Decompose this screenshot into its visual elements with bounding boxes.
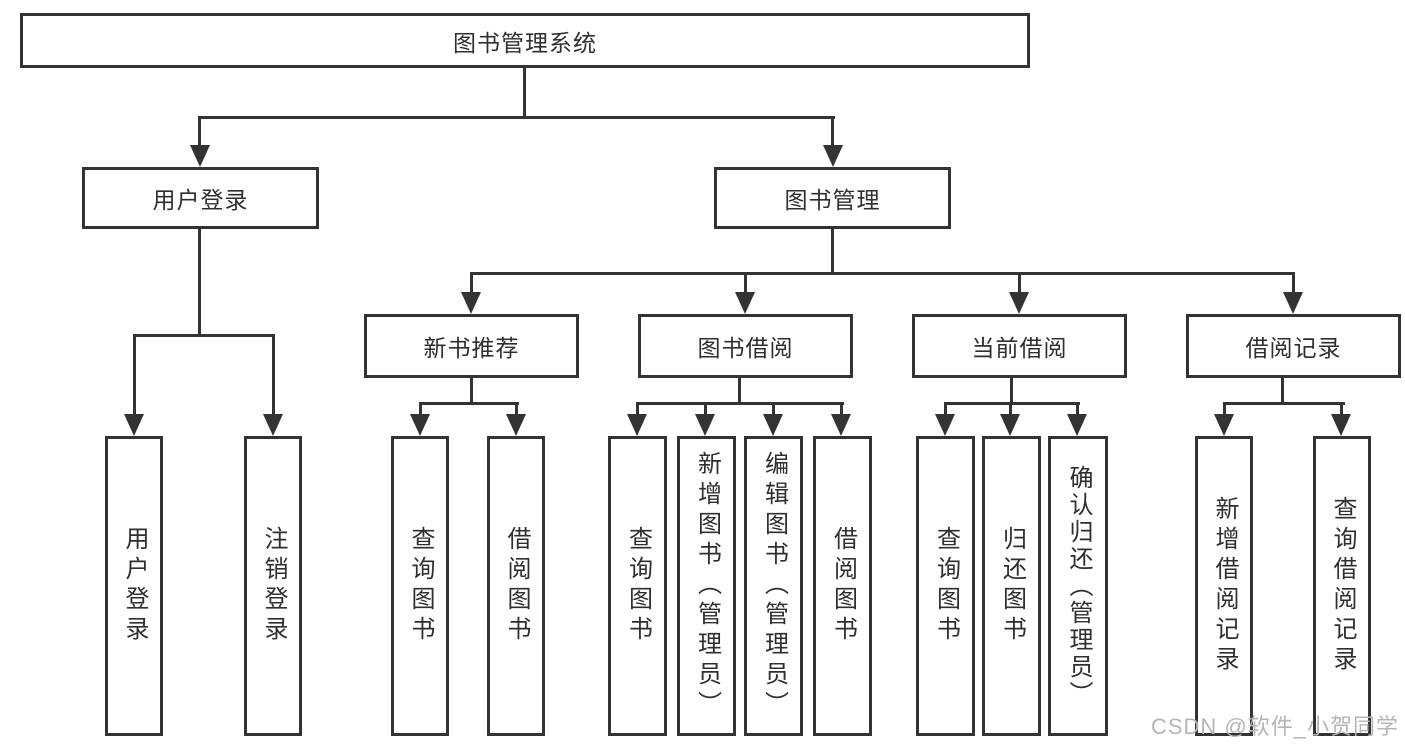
connector-root-bar: [198, 116, 835, 119]
arrowhead-recommend-query: [410, 414, 430, 436]
node-root: 图书管理系统: [20, 13, 1030, 68]
leaf-user-login-label: 用户登录: [121, 526, 148, 646]
arrowhead-bb-add: [695, 414, 715, 436]
connector-book-borrow-stem: [738, 378, 741, 405]
connector-drop-book-borrow: [744, 272, 747, 295]
leaf-logout: 注销登录: [244, 436, 302, 736]
node-borrow-records: 借阅记录: [1186, 314, 1401, 378]
connector-drop-bb-query: [636, 402, 639, 417]
leaf-user-login: 用户登录: [105, 436, 163, 736]
connector-drop-user-login: [198, 116, 201, 148]
connector-borrow-records-bar: [1223, 402, 1345, 405]
arrowhead-book-management: [823, 145, 843, 167]
leaf-recommend-borrow-book: 借阅图书: [487, 436, 545, 736]
connector-drop-borrow-records: [1292, 272, 1295, 295]
node-user-login: 用户登录: [82, 167, 319, 229]
connector-drop-recommend-query: [419, 402, 422, 417]
leaf-borrow-borrow-book-label: 借阅图书: [829, 526, 857, 646]
arrowhead-user-login: [190, 145, 210, 167]
leaf-recommend-borrow-book-label: 借阅图书: [503, 526, 530, 646]
leaf-recommend-query-book: 查询图书: [391, 436, 449, 736]
arrowhead-bb-borrow: [831, 414, 851, 436]
arrowhead-br-query: [1331, 414, 1351, 436]
arrowhead-cb-query: [935, 414, 955, 436]
leaf-current-confirm-return: 确认归还（管理员）: [1048, 436, 1108, 736]
connector-drop-book-management: [831, 116, 834, 148]
connector-drop-bb-add: [704, 402, 707, 417]
leaf-logout-label: 注销登录: [260, 526, 287, 646]
connector-drop-logout-leaf: [272, 334, 275, 417]
leaf-records-query-record-label: 查询借阅记录: [1329, 496, 1356, 676]
leaf-borrow-borrow-book: 借阅图书: [813, 436, 872, 736]
connector-borrow-records-stem: [1281, 378, 1284, 405]
connector-recommend-bar: [419, 402, 519, 405]
node-current-borrow: 当前借阅: [912, 314, 1127, 378]
arrowhead-cb-return: [1000, 414, 1020, 436]
connector-drop-cb-confirm: [1076, 402, 1079, 417]
leaf-borrow-edit-book: 编辑图书（管理员）: [744, 436, 803, 736]
connector-current-borrow-stem: [1010, 378, 1013, 405]
watermark: CSDN @软件_小贺同学: [1150, 714, 1399, 739]
leaf-records-add-record-label: 新增借阅记录: [1211, 496, 1238, 676]
connector-user-login-bar: [133, 334, 275, 337]
connector-drop-bb-edit: [772, 402, 775, 417]
connector-drop-br-query: [1340, 402, 1343, 417]
node-book-management: 图书管理: [714, 167, 951, 229]
connector-drop-current-borrow: [1018, 272, 1021, 295]
arrowhead-bb-query: [627, 414, 647, 436]
arrowhead-logout-leaf: [263, 414, 283, 436]
connector-drop-cb-query: [944, 402, 947, 417]
connector-drop-new-book-recommend: [470, 272, 473, 295]
leaf-borrow-edit-book-label: 编辑图书（管理员）: [760, 451, 788, 721]
leaf-borrow-query-book-label: 查询图书: [624, 526, 652, 646]
leaf-current-return-book: 归还图书: [982, 436, 1041, 736]
connector-recommend-stem: [470, 378, 473, 405]
connector-drop-bb-borrow: [840, 402, 843, 417]
leaf-current-query-book-label: 查询图书: [932, 526, 960, 646]
leaf-current-return-book-label: 归还图书: [998, 526, 1026, 646]
connector-book-management-stem: [831, 229, 834, 274]
leaf-borrow-add-book-label: 新增图书（管理员）: [693, 451, 721, 721]
connector-root-stem: [523, 66, 526, 118]
leaf-records-query-record: 查询借阅记录: [1313, 436, 1371, 736]
leaf-records-add-record: 新增借阅记录: [1195, 436, 1253, 736]
node-book-borrow: 图书借阅: [638, 314, 853, 378]
leaf-borrow-add-book: 新增图书（管理员）: [677, 436, 736, 736]
connector-drop-user-login-leaf: [133, 334, 136, 417]
arrowhead-new-book-recommend: [461, 292, 481, 314]
arrowhead-user-login-leaf: [124, 414, 144, 436]
arrowhead-current-borrow: [1009, 292, 1029, 314]
arrowhead-borrow-records: [1283, 292, 1303, 314]
connector-book-borrow-bar: [636, 402, 844, 405]
leaf-borrow-query-book: 查询图书: [608, 436, 667, 736]
connector-drop-br-add: [1223, 402, 1226, 417]
arrowhead-bb-edit: [763, 414, 783, 436]
arrowhead-recommend-borrow: [506, 414, 526, 436]
connector-current-borrow-bar: [944, 402, 1080, 405]
node-new-book-recommend: 新书推荐: [364, 314, 579, 378]
connector-drop-cb-return: [1009, 402, 1012, 417]
leaf-current-query-book: 查询图书: [916, 436, 975, 736]
leaf-recommend-query-book-label: 查询图书: [407, 526, 434, 646]
arrowhead-cb-confirm: [1067, 414, 1087, 436]
leaf-current-confirm-return-label: 确认归还（管理员）: [1065, 464, 1092, 708]
arrowhead-br-add: [1214, 414, 1234, 436]
arrowhead-book-borrow: [735, 292, 755, 314]
connector-user-login-stem: [198, 229, 201, 336]
connector-book-management-bar: [470, 272, 1295, 275]
connector-drop-recommend-borrow: [515, 402, 518, 417]
